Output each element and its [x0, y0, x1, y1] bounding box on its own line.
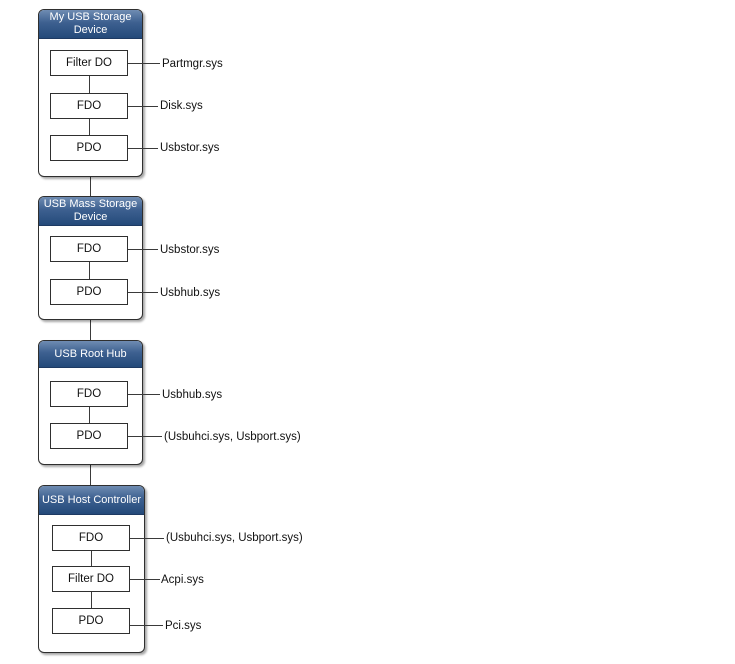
device-object-pdo: PDO [50, 279, 128, 305]
device-object-fdo: FDO [50, 93, 128, 119]
group-title: My USB Storage Device [39, 10, 142, 39]
device-object-pdo: PDO [50, 423, 128, 449]
driver-leader-line [128, 106, 158, 107]
group-title: USB Mass Storage Device [39, 197, 142, 226]
group-connector [90, 176, 91, 197]
device-object-pdo: PDO [52, 608, 130, 634]
driver-leader-line [130, 625, 163, 626]
driver-label: (Usbuhci.sys, Usbport.sys) [164, 431, 301, 443]
device-object-fdo: FDO [52, 525, 130, 551]
group-title: USB Root Hub [39, 341, 142, 368]
object-connector [89, 75, 90, 93]
object-connector [89, 262, 90, 279]
group-connector [90, 464, 91, 486]
driver-leader-line [128, 63, 160, 64]
driver-label: Disk.sys [160, 100, 203, 112]
device-object-pdo: PDO [50, 135, 128, 161]
driver-leader-line [128, 436, 162, 437]
group-title: USB Host Controller [39, 486, 144, 515]
object-connector [89, 118, 90, 135]
group-connector [90, 319, 91, 341]
object-connector [91, 551, 92, 566]
driver-label: Pci.sys [165, 620, 202, 632]
driver-label: Partmgr.sys [162, 58, 223, 70]
device-object-fdo: FDO [50, 381, 128, 407]
device-object-fdo: FDO [50, 236, 128, 262]
driver-leader-line [128, 249, 158, 250]
driver-label: (Usbuhci.sys, Usbport.sys) [166, 532, 303, 544]
device-object-filter-do: Filter DO [52, 566, 130, 592]
driver-label: Usbstor.sys [160, 244, 220, 256]
object-connector [89, 407, 90, 423]
driver-leader-line [130, 538, 164, 539]
driver-leader-line [130, 579, 160, 580]
driver-leader-line [128, 292, 158, 293]
device-object-filter-do: Filter DO [50, 50, 128, 76]
driver-label: Usbhub.sys [160, 287, 221, 299]
driver-leader-line [128, 394, 160, 395]
driver-leader-line [128, 148, 158, 149]
object-connector [91, 592, 92, 608]
driver-label: Acpi.sys [161, 574, 204, 586]
driver-label: Usbstor.sys [160, 142, 220, 154]
driver-label: Usbhub.sys [162, 389, 223, 401]
